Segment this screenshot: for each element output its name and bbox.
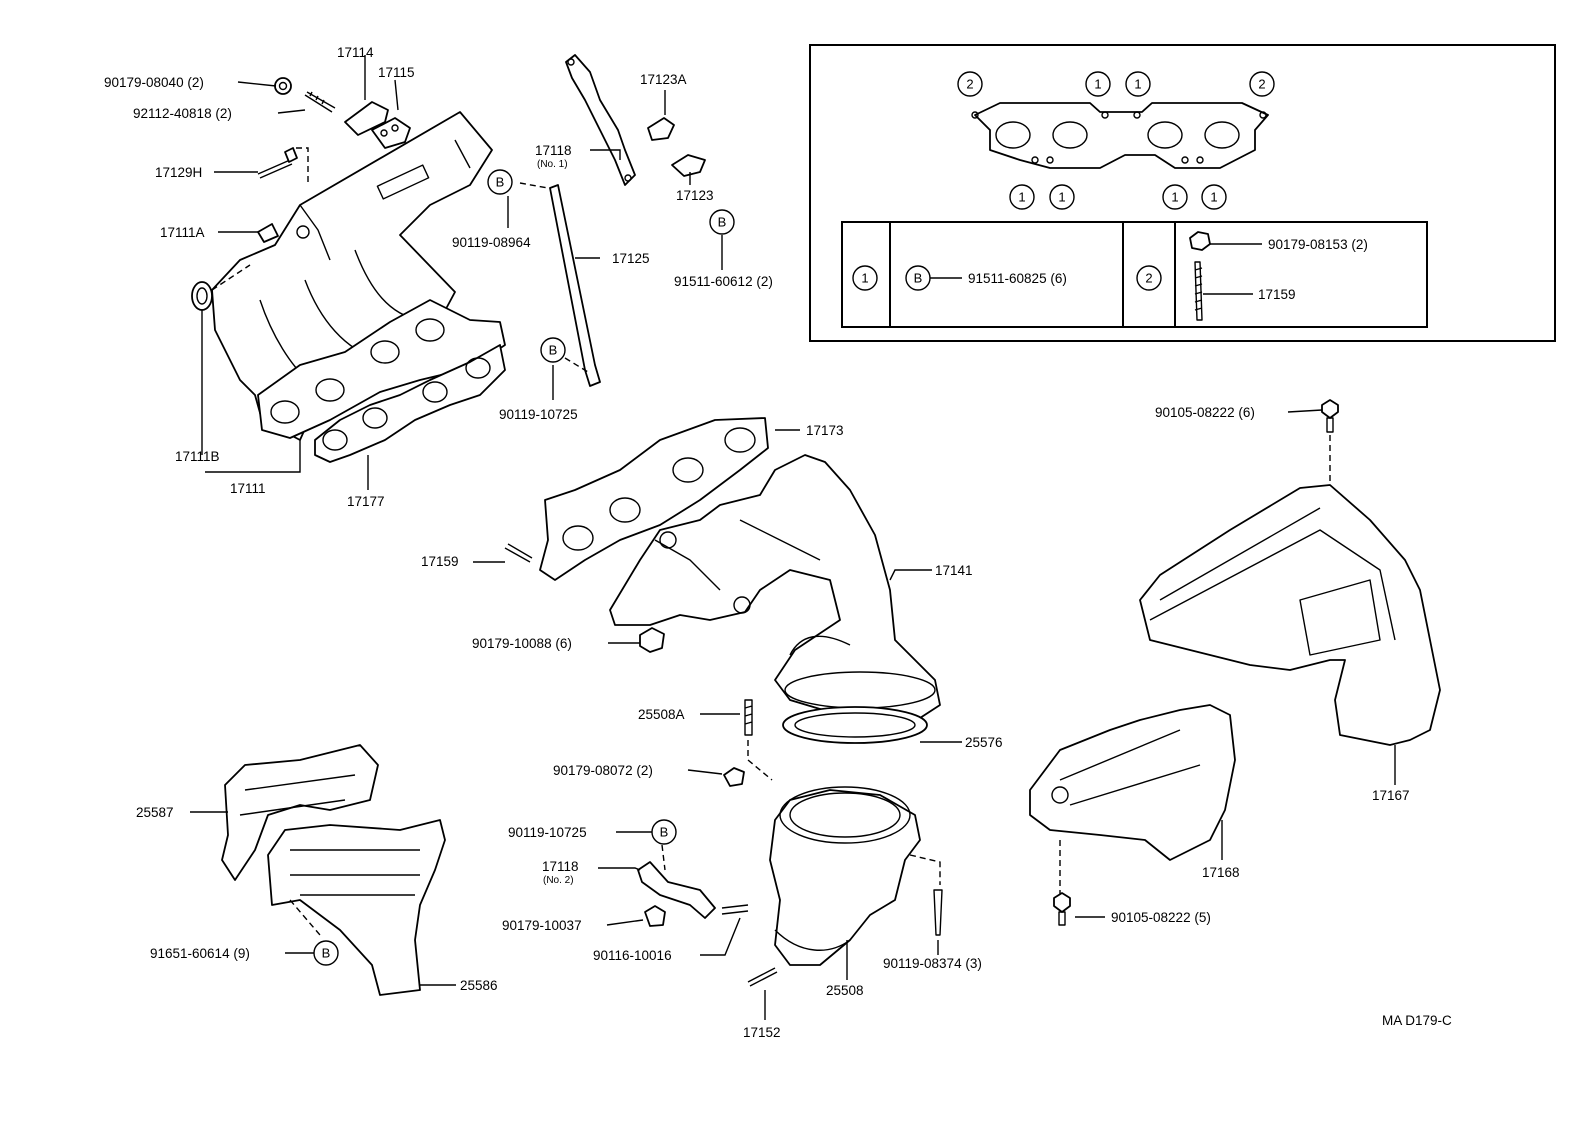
inset-box xyxy=(809,44,1556,342)
label-90119-10725-top: 90119-10725 xyxy=(499,407,578,422)
marker-1-bottom-a: 1 xyxy=(1009,184,1035,210)
label-90116-10016: 90116-10016 xyxy=(593,948,672,963)
marker-1-top-a: 1 xyxy=(1085,71,1111,97)
insulator-17168-drawing xyxy=(1029,704,1236,926)
svg-text:B: B xyxy=(660,825,669,840)
label-90179-08153: 90179-08153 (2) xyxy=(1268,237,1368,252)
marker-2-table: 2 xyxy=(1136,265,1162,291)
label-17123a: 17123A xyxy=(640,72,687,87)
label-17115: 17115 xyxy=(378,65,415,80)
svg-text:B: B xyxy=(549,343,558,358)
label-17118-no1: 17118 xyxy=(535,143,572,158)
marker-1-table: 1 xyxy=(852,265,878,291)
svg-text:2: 2 xyxy=(966,77,973,92)
label-17111a: 17111A xyxy=(160,225,205,240)
svg-text:B: B xyxy=(496,175,505,190)
bracket-17118-no1-drawing xyxy=(565,54,636,186)
marker-b-inset-table: B xyxy=(905,265,931,291)
marker-2-top-left: 2 xyxy=(957,71,983,97)
label-17167: 17167 xyxy=(1372,788,1410,803)
gaskets-17123-drawing xyxy=(647,117,706,177)
label-17152: 17152 xyxy=(743,1025,781,1040)
svg-text:1: 1 xyxy=(1210,190,1217,205)
gasket-17177-drawing xyxy=(314,344,506,463)
svg-text:B: B xyxy=(718,215,727,230)
svg-text:1: 1 xyxy=(1171,190,1178,205)
label-90119-10725-low: 90119-10725 xyxy=(508,825,587,840)
svg-text:2: 2 xyxy=(1145,271,1152,286)
label-91511-60612: 91511-60612 (2) xyxy=(674,274,773,289)
callouts: 17114 17115 90179-08040 (2) 92112-40818 … xyxy=(104,45,1452,1040)
plates-17114-17115-drawing xyxy=(257,77,411,243)
svg-text:2: 2 xyxy=(1258,77,1265,92)
svg-text:1: 1 xyxy=(1094,77,1101,92)
marker-b-90119-08964: B xyxy=(487,169,513,195)
insulator-17167-drawing xyxy=(1139,399,1441,746)
marker-1-bottom-d: 1 xyxy=(1201,184,1227,210)
marker-b-90119-10725-top: B xyxy=(540,337,566,363)
svg-text:1: 1 xyxy=(1134,77,1141,92)
marker-b-91511-60612: B xyxy=(709,209,735,235)
label-91651-60614: 91651-60614 (9) xyxy=(150,946,250,961)
label-25508: 25508 xyxy=(826,983,864,998)
label-17111b: 17111B xyxy=(175,449,220,464)
label-90119-08374: 90119-08374 (3) xyxy=(883,956,982,971)
label-17173: 17173 xyxy=(806,423,844,438)
marker-b-90119-10725-low: B xyxy=(651,819,677,845)
diagram-code: MA D179-C xyxy=(1382,1013,1452,1028)
label-17118-no2-sub: (No. 2) xyxy=(543,875,574,886)
label-17159-left: 17159 xyxy=(421,554,459,569)
label-25508a: 25508A xyxy=(638,707,685,722)
label-92112-40818: 92112-40818 (2) xyxy=(133,106,232,121)
stay-17125-drawing xyxy=(519,182,601,387)
bracket-17118-no2-drawing xyxy=(637,844,749,927)
label-90179-08040: 90179-08040 (2) xyxy=(104,75,204,90)
label-17125: 17125 xyxy=(612,251,650,266)
circled-markers: B B B B B B 2 1 xyxy=(313,71,1275,966)
label-17118-no1-sub: (No. 1) xyxy=(537,159,568,170)
label-17123: 17123 xyxy=(676,188,714,203)
label-90179-10037: 90179-10037 xyxy=(502,918,582,933)
label-17114: 17114 xyxy=(337,45,374,60)
label-17177: 17177 xyxy=(347,494,385,509)
svg-text:1: 1 xyxy=(1058,190,1065,205)
gasket-25576-drawing xyxy=(782,706,928,744)
svg-text:1: 1 xyxy=(861,271,868,286)
label-17129h: 17129H xyxy=(155,165,202,180)
marker-2-top-right: 2 xyxy=(1249,71,1275,97)
label-25576: 25576 xyxy=(965,735,1003,750)
marker-1-top-b: 1 xyxy=(1125,71,1151,97)
label-17111: 17111 xyxy=(230,481,266,496)
converter-25508-drawing xyxy=(723,699,943,987)
svg-text:B: B xyxy=(322,946,331,961)
label-17168: 17168 xyxy=(1202,865,1240,880)
label-90105-08222-top: 90105-08222 (6) xyxy=(1155,405,1255,420)
svg-text:B: B xyxy=(914,271,923,286)
label-90105-08222-low: 90105-08222 (5) xyxy=(1111,910,1211,925)
label-90119-08964: 90119-08964 xyxy=(452,235,531,250)
marker-1-bottom-c: 1 xyxy=(1162,184,1188,210)
leader-lines xyxy=(190,55,1396,1020)
label-25587: 25587 xyxy=(136,805,174,820)
label-17141: 17141 xyxy=(935,563,973,578)
label-91511-60825: 91511-60825 (6) xyxy=(968,271,1067,286)
label-25586: 25586 xyxy=(460,978,498,993)
marker-1-bottom-b: 1 xyxy=(1049,184,1075,210)
insulator-25587-drawing xyxy=(221,744,379,881)
svg-text:1: 1 xyxy=(1018,190,1025,205)
manifold-17111-drawing xyxy=(191,111,506,441)
label-90179-08072: 90179-08072 (2) xyxy=(553,763,653,778)
insulator-25586-drawing xyxy=(267,819,446,996)
marker-b-91651-60614: B xyxy=(313,940,339,966)
label-90179-10088: 90179-10088 (6) xyxy=(472,636,572,651)
manifold-17141-drawing xyxy=(609,454,941,721)
gasket-17173-drawing xyxy=(504,417,769,581)
label-17118-no2: 17118 xyxy=(542,859,579,874)
label-17159-inset: 17159 xyxy=(1258,287,1296,302)
